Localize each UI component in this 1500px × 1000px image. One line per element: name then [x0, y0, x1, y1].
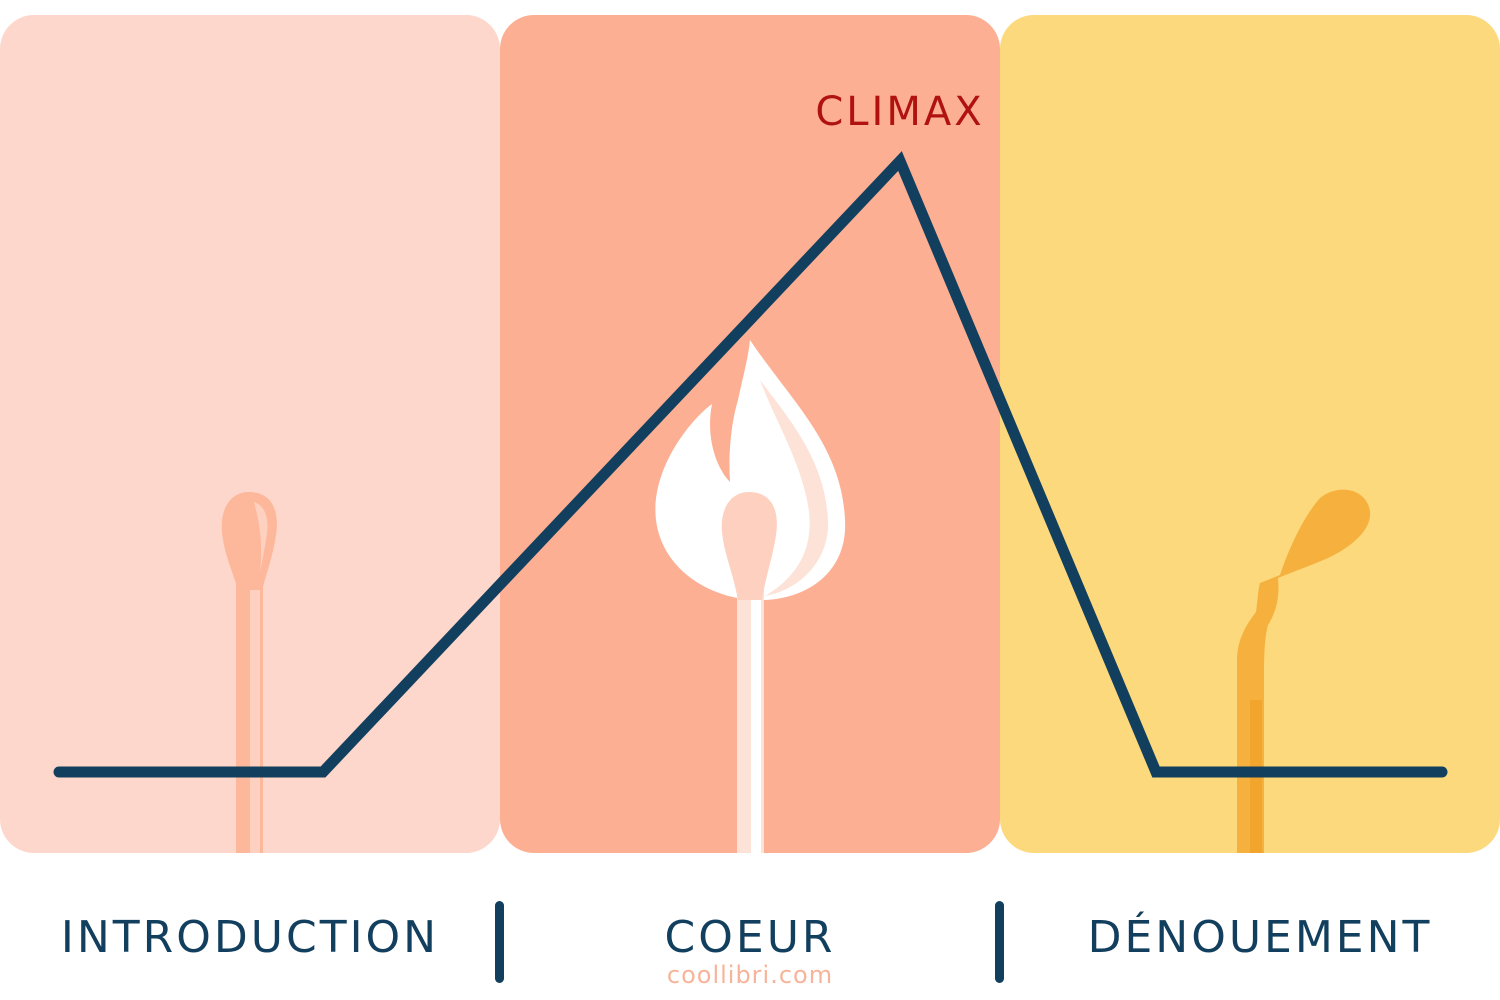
stage-label-introduction: INTRODUCTION [60, 912, 440, 963]
climax-label: CLIMAX [815, 89, 985, 135]
stage-divider [995, 901, 1004, 983]
stage-label-coeur: COEUR [664, 912, 836, 963]
unlit-match-icon [221, 492, 277, 853]
stage-divider [495, 901, 504, 983]
stage-label-denouement: DÉNOUEMENT [1087, 912, 1433, 963]
watermark: coollibri.com [666, 961, 834, 989]
introduction-panel [0, 15, 500, 853]
narrative-curve [53, 151, 1448, 778]
denouement-panel [1000, 15, 1500, 853]
burning-match-icon [655, 340, 846, 853]
